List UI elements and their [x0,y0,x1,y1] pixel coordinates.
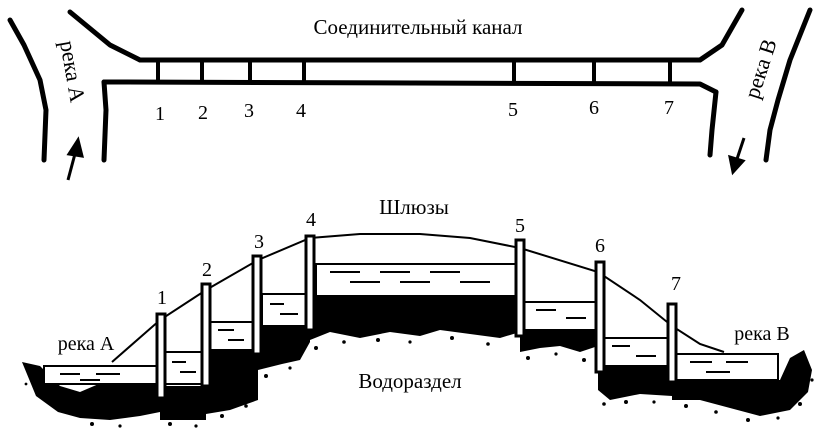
ground-step-1-2 [160,386,206,420]
profile-river-b-label: река В [734,323,790,345]
water-chambers [43,263,779,385]
profile-lock-gate-3 [251,254,263,356]
canal-bottom-bank [101,79,719,95]
water-chamber-1-2 [163,351,205,385]
plan-lock-number-1: 1 [155,103,165,125]
profile-lock-number-7: 7 [671,273,681,295]
water-chamber-5-6 [523,301,597,331]
plan-lock-number-6: 6 [589,97,599,119]
profile-lock-number-3: 3 [254,231,264,253]
river-b-right-bank [763,7,813,163]
plan-lock-number-2: 2 [198,102,208,124]
profile-lock-gates [155,234,678,400]
canal-top-bank [137,7,745,63]
ground-right-mass [672,350,812,416]
profile-lock-number-1: 1 [157,287,167,309]
plan-lock-number-7: 7 [664,97,674,119]
water-chamber-6-7 [603,337,669,367]
profile-lock-gate-5 [514,238,526,338]
ground-left-mass [22,362,160,420]
profile-lock-gate-2 [200,282,212,388]
plan-lock-number-4: 4 [296,100,306,122]
profile-lock-number-2: 2 [202,259,212,281]
plan-lock-numbers: 1 2 3 4 5 6 7 [155,97,674,125]
profile-lock-gate-6 [594,260,606,374]
plan-river-b-label: река В [739,36,782,102]
plan-title: Соединительный канал [313,15,522,39]
water-river-b [675,353,779,381]
ground-step-2-3 [206,350,258,414]
profile-lock-gate-1 [155,312,167,400]
ground-summit [310,296,520,340]
plan-view [7,7,813,163]
plan-lock-number-3: 3 [244,100,254,122]
profile-lock-number-4: 4 [306,209,316,231]
profile-lock-number-5: 5 [515,215,525,237]
water-chamber-3-4 [261,293,307,327]
soil-texture [24,336,814,428]
arrow-up-head-icon [66,136,85,158]
flow-arrows [66,136,746,181]
profile-lock-gate-4 [304,234,316,332]
profile-lock-gate-7 [666,302,678,384]
river-a-right-bank [67,9,143,63]
profile-lock-numbers: 1 2 3 4 5 6 7 [157,209,681,309]
profile-river-a-label: река А [58,333,115,355]
water-summit-pool [315,263,517,297]
ground-step-3-4 [258,326,310,370]
arrow-down-head-icon [728,154,746,176]
ground-soil [22,296,812,420]
profile-lock-number-6: 6 [595,235,605,257]
plan-river-a-label: река А [55,39,90,105]
divide-label: Водораздел [358,369,461,393]
river-a-right-bank-lower [101,79,109,163]
ground-step-5-6 [520,330,598,352]
river-b-left-bank [707,89,719,158]
profile-title: Шлюзы [379,195,449,219]
water-ripples [60,271,748,381]
plan-lock-number-5: 5 [508,99,518,121]
plan-lock-gates [156,60,672,84]
ground-step-6-7 [598,366,672,400]
water-chamber-2-3 [209,321,255,351]
river-a-left-bank [7,17,49,163]
